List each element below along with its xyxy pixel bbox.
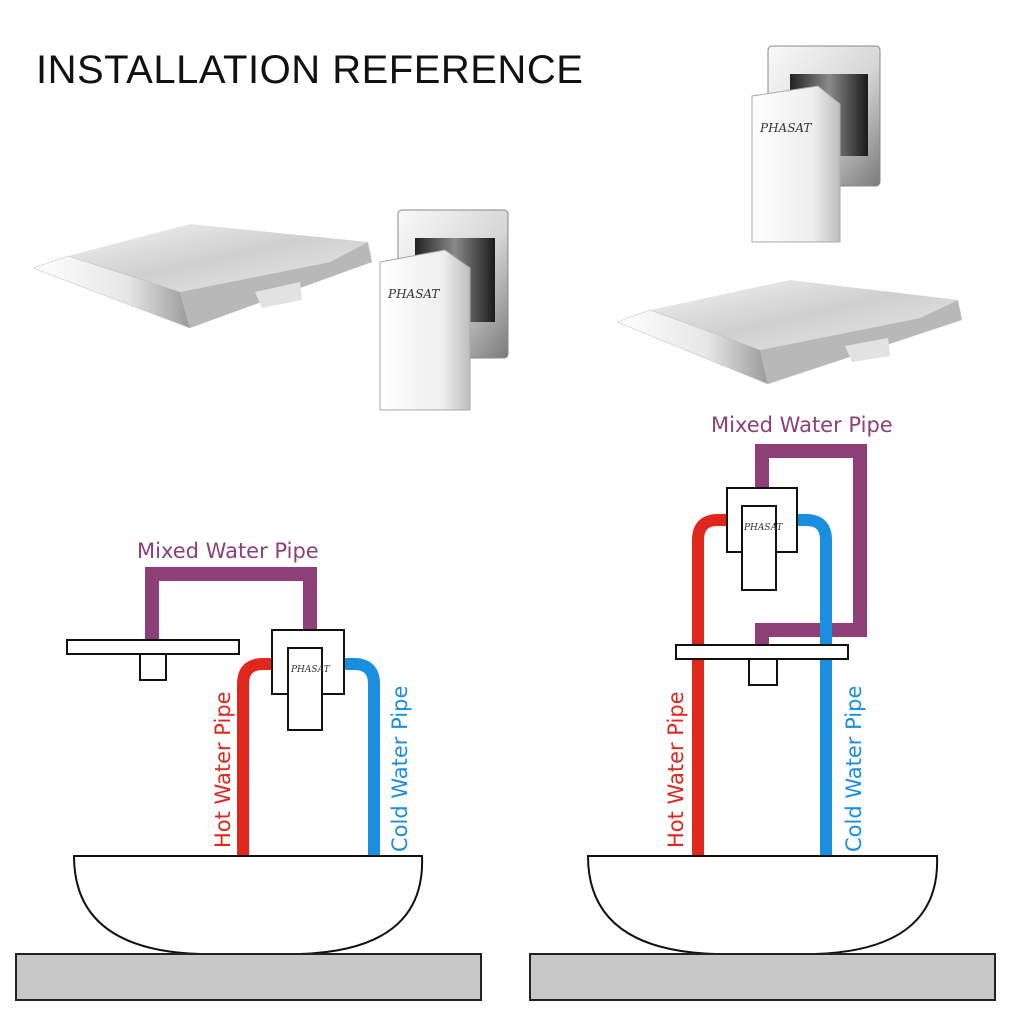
right-installation-diagram: Mixed Water Pipe PHASAT Hot Water Pipe C… xyxy=(529,413,996,1001)
brand-mark: PHASAT xyxy=(743,523,784,533)
basin-right xyxy=(586,855,939,955)
mixed-water-pipe-left xyxy=(145,567,317,640)
counter-left xyxy=(15,953,482,1001)
product-valve-left: PHASAT xyxy=(379,209,509,411)
mixed-water-pipe-label: Mixed Water Pipe xyxy=(137,539,319,563)
cold-water-pipe-right xyxy=(792,514,832,856)
brand-mark: PHASAT xyxy=(759,121,812,135)
counter-right xyxy=(529,953,996,1001)
product-spout-left xyxy=(32,224,372,329)
hot-water-pipe-label: Hot Water Pipe xyxy=(664,691,688,848)
basin-left xyxy=(72,855,424,955)
product-spout-right xyxy=(616,280,962,385)
spout-right xyxy=(675,644,849,660)
mixed-water-pipe-right xyxy=(755,444,867,648)
brand-mark: PHASAT xyxy=(290,665,331,675)
spout-left xyxy=(66,639,240,655)
cold-water-pipe-label: Cold Water Pipe xyxy=(388,686,412,852)
mixed-water-pipe-label: Mixed Water Pipe xyxy=(711,413,893,437)
page-title: INSTALLATION REFERENCE xyxy=(36,48,584,92)
cold-water-pipe-label: Cold Water Pipe xyxy=(842,686,866,852)
hot-water-pipe-left xyxy=(237,658,295,856)
cold-water-pipe-left xyxy=(330,658,380,856)
brand-mark: PHASAT xyxy=(387,287,440,301)
product-valve-right: PHASAT xyxy=(751,45,881,243)
hot-water-pipe-right xyxy=(692,514,738,856)
left-installation-diagram: Mixed Water Pipe PHASAT Hot Water Pipe C… xyxy=(15,539,482,1001)
hot-water-pipe-label: Hot Water Pipe xyxy=(211,691,235,848)
